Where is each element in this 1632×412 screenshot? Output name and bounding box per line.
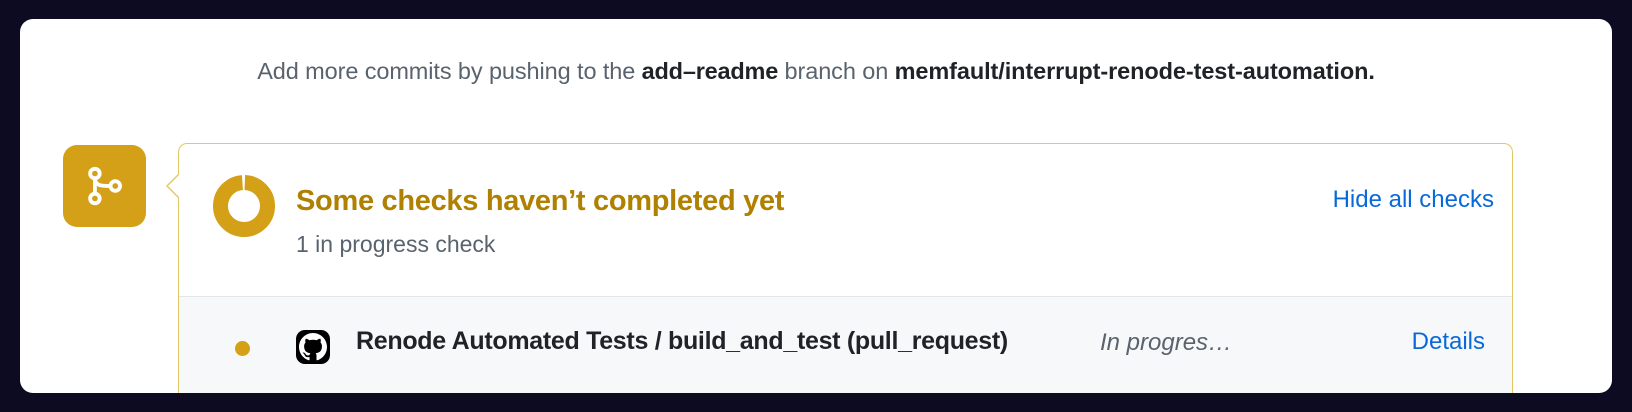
checks-header: Some checks haven’t completed yet 1 in p… (179, 144, 1512, 296)
commits-notice-period: . (1368, 58, 1375, 84)
commits-notice: Add more commits by pushing to the add–r… (20, 56, 1612, 86)
repository-name: memfault/interrupt-renode-test-automatio… (894, 58, 1369, 84)
in-progress-spinner-icon (213, 175, 275, 237)
check-name: Renode Automated Tests / build_and_test … (356, 327, 1008, 355)
checks-title: Some checks haven’t completed yet (296, 185, 785, 217)
pull-request-merge-card: Add more commits by pushing to the add–r… (20, 19, 1612, 393)
check-status: In progres… (1100, 329, 1233, 356)
branch-name: add–readme (641, 58, 779, 84)
checks-subtitle: 1 in progress check (296, 231, 496, 257)
commits-notice-middle: branch on (784, 58, 889, 84)
table-row[interactable]: Renode Automated Tests / build_and_test … (179, 296, 1512, 393)
hide-all-checks-link[interactable]: Hide all checks (1332, 186, 1494, 213)
pending-dot-icon (235, 341, 250, 356)
checks-bubble: Some checks haven’t completed yet 1 in p… (166, 143, 1513, 393)
pull-request-badge (63, 145, 146, 227)
checks-list: Renode Automated Tests / build_and_test … (179, 296, 1512, 393)
bubble-caret-fill (168, 173, 181, 199)
check-details-link[interactable]: Details (1411, 328, 1485, 355)
commits-notice-lead: Add more commits by pushing to the (257, 58, 636, 84)
github-actions-icon (296, 330, 330, 364)
